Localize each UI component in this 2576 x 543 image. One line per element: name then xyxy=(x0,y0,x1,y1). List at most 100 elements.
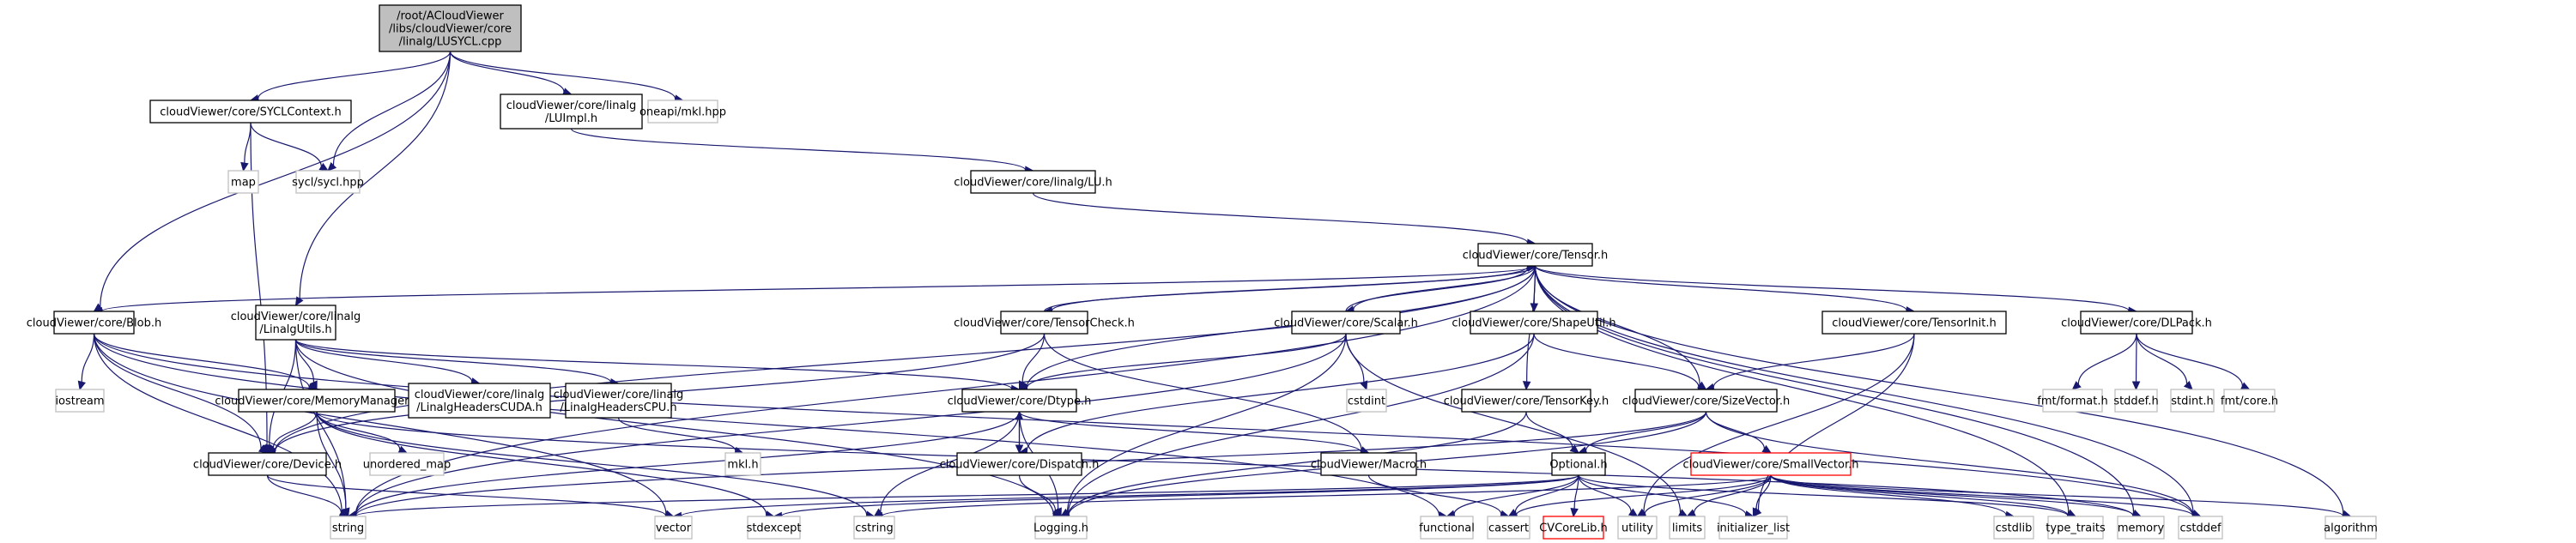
node-sycl-hpp[interactable]: sycl/sycl.hpp xyxy=(292,170,364,194)
node-cstdlib[interactable]: cstdlib xyxy=(1993,516,2034,540)
node-dispatch[interactable]: cloudViewer/core/Dispatch.h xyxy=(940,452,1100,476)
node-box xyxy=(1669,516,1706,540)
node-label: limits xyxy=(1672,522,1703,535)
node-memorymanager[interactable]: cloudViewer/core/MemoryManager.h xyxy=(215,389,419,413)
node-lu[interactable]: cloudViewer/core/linalg/LU.h xyxy=(954,170,1112,194)
node-tensorinit[interactable]: cloudViewer/core/TensorInit.h xyxy=(1821,311,2007,335)
edge-lu-to-tensor xyxy=(1032,192,1529,244)
edge-dlpack-to-fmtformat xyxy=(2077,333,2137,385)
node-iostream[interactable]: iostream xyxy=(55,389,105,413)
node-unordered-map[interactable]: unordered_map xyxy=(363,452,452,476)
edge-luimpl-to-lu xyxy=(570,128,1027,171)
node-device[interactable]: cloudViewer/core/Device.h xyxy=(193,452,342,476)
node-box xyxy=(295,170,361,194)
node-limits[interactable]: limits xyxy=(1669,516,1706,540)
node-box xyxy=(961,389,1077,413)
node-label: cstring xyxy=(855,522,893,535)
node-label: cloudViewer/core/TensorCheck.h xyxy=(954,317,1135,330)
node-vector[interactable]: vector xyxy=(654,516,693,540)
arrowhead-icon xyxy=(1627,508,1639,517)
edge-dtype-to-cstring xyxy=(880,411,1021,512)
node-box xyxy=(2114,389,2158,413)
node-algorithm[interactable]: algorithm xyxy=(2324,516,2378,540)
node-luimpl[interactable]: cloudViewer/core/linalg/LUImpl.h xyxy=(500,94,643,130)
node-label: unordered_map xyxy=(363,459,452,472)
node-label: cloudViewer/core/SizeVector.h xyxy=(1622,395,1791,408)
node-box xyxy=(53,311,135,335)
node-shapeutil[interactable]: cloudViewer/core/ShapeUtil.h xyxy=(1452,311,1616,335)
node-oneapi-mkl[interactable]: oneapi/mkl.hpp xyxy=(639,100,726,124)
edge-root-to-oneapi xyxy=(449,51,676,100)
node-linalgutils[interactable]: cloudViewer/core/linalg/LinalgUtils.h xyxy=(231,305,361,341)
node-fmt-format[interactable]: fmt/format.h xyxy=(2037,389,2108,413)
arrowhead-icon xyxy=(1522,381,1531,391)
node-stdexcept[interactable]: stdexcept xyxy=(747,516,802,540)
edge-shapeutil-to-dispatch xyxy=(1026,333,1535,451)
node-sizevector[interactable]: cloudViewer/core/SizeVector.h xyxy=(1622,389,1791,413)
node-cvcorelib[interactable]: CVCoreLib.h xyxy=(1539,516,1608,540)
node-cstdint[interactable]: cstdint xyxy=(1346,389,1387,413)
node-blob[interactable]: cloudViewer/core/Blob.h xyxy=(27,311,161,335)
node-linalgheaderscpu[interactable]: cloudViewer/core/linalg/LinalgHeadersCPU… xyxy=(554,383,684,419)
node-fmt-core[interactable]: fmt/core.h xyxy=(2221,389,2278,413)
arrowhead-icon xyxy=(1530,303,1539,313)
node-tensorkey[interactable]: cloudViewer/core/TensorKey.h xyxy=(1444,389,1609,413)
node-label: functional xyxy=(1419,522,1475,535)
node-optional[interactable]: Optional.h xyxy=(1549,452,1608,476)
node-string[interactable]: string xyxy=(330,516,367,540)
node-box xyxy=(330,516,367,540)
edge-device-to-vector xyxy=(266,474,667,516)
edge-blob-to-functional xyxy=(93,333,1440,516)
edge-device-to-string xyxy=(266,474,342,514)
node-cstring[interactable]: cstring xyxy=(853,516,895,540)
node-tensor[interactable]: cloudViewer/core/Tensor.h xyxy=(1463,243,1609,267)
node-label: cloudViewer/core/ShapeUtil.h xyxy=(1452,317,1615,330)
node-dtype[interactable]: cloudViewer/core/Dtype.h xyxy=(948,389,1092,413)
node-smallvector[interactable]: cloudViewer/core/SmallVector.h xyxy=(1682,452,1859,476)
node-syclcontext[interactable]: cloudViewer/core/SYCLContext.h xyxy=(149,100,352,124)
node-functional[interactable]: functional xyxy=(1419,516,1475,540)
node-label: cloudViewer/core/SmallVector.h xyxy=(1682,459,1858,472)
edge-smallvector-to-cstdlib xyxy=(1770,474,2007,516)
node-memory[interactable]: memory xyxy=(2117,516,2165,540)
node-root-file[interactable]: /root/ACloudViewer/libs/cloudViewer/core… xyxy=(379,4,522,52)
arrowhead-icon xyxy=(1752,507,1761,518)
node-stdint[interactable]: stdint.h xyxy=(2170,389,2215,413)
node-linalgheaderscuda[interactable]: cloudViewer/core/linalg/LinalgHeadersCUD… xyxy=(408,383,551,419)
edge-smallvector-to-limits xyxy=(1693,474,1772,514)
edge-sizevector-to-cstddef xyxy=(1705,411,2194,516)
node-macro[interactable]: cloudViewer/Macro.h xyxy=(1311,452,1427,476)
edge-root-to-blob xyxy=(100,51,452,307)
edge-smallvector-to-memory xyxy=(1770,474,2134,516)
node-utility[interactable]: utility xyxy=(1617,516,1658,540)
edge-blob-to-iostream xyxy=(81,333,95,383)
node-box xyxy=(1320,452,1417,476)
edge-root-to-sycl xyxy=(332,51,452,166)
edge-linalgutils-to-memorymanager xyxy=(294,339,315,383)
node-box xyxy=(1690,452,1852,476)
node-cassert[interactable]: cassert xyxy=(1487,516,1530,540)
node-label: algorithm xyxy=(2324,522,2378,535)
edge-dispatch-to-logging xyxy=(1018,474,1057,511)
edge-smallvector-to-algorithm xyxy=(1770,474,2344,516)
node-box xyxy=(647,100,718,124)
arrowhead-icon xyxy=(1052,507,1062,517)
node-cstddef[interactable]: cstddef xyxy=(2178,516,2223,540)
edge-optional-to-cassert xyxy=(1514,474,1579,513)
node-type-traits[interactable]: type_traits xyxy=(2046,516,2106,540)
node-stddef[interactable]: stddef.h xyxy=(2113,389,2159,413)
node-scalar[interactable]: cloudViewer/core/Scalar.h xyxy=(1274,311,1418,335)
node-mkl[interactable]: mkl.h xyxy=(724,452,761,476)
arrowhead-icon xyxy=(1570,507,1579,518)
node-tensorcheck[interactable]: cloudViewer/core/TensorCheck.h xyxy=(954,311,1135,335)
node-label: mkl.h xyxy=(727,459,758,472)
node-box xyxy=(2117,516,2165,540)
node-initializer-list[interactable]: initializer_list xyxy=(1717,516,1790,540)
node-map[interactable]: map xyxy=(227,170,259,194)
node-label: cloudViewer/core/Scalar.h xyxy=(1274,317,1418,330)
edge-optional-to-initializer_list xyxy=(1578,474,1747,516)
edge-optional-to-cvcorelib xyxy=(1573,474,1579,510)
node-label: initializer_list xyxy=(1717,522,1790,535)
node-dlpack[interactable]: cloudViewer/core/DLPack.h xyxy=(2061,311,2212,335)
node-logging[interactable]: Logging.h xyxy=(1033,516,1088,540)
